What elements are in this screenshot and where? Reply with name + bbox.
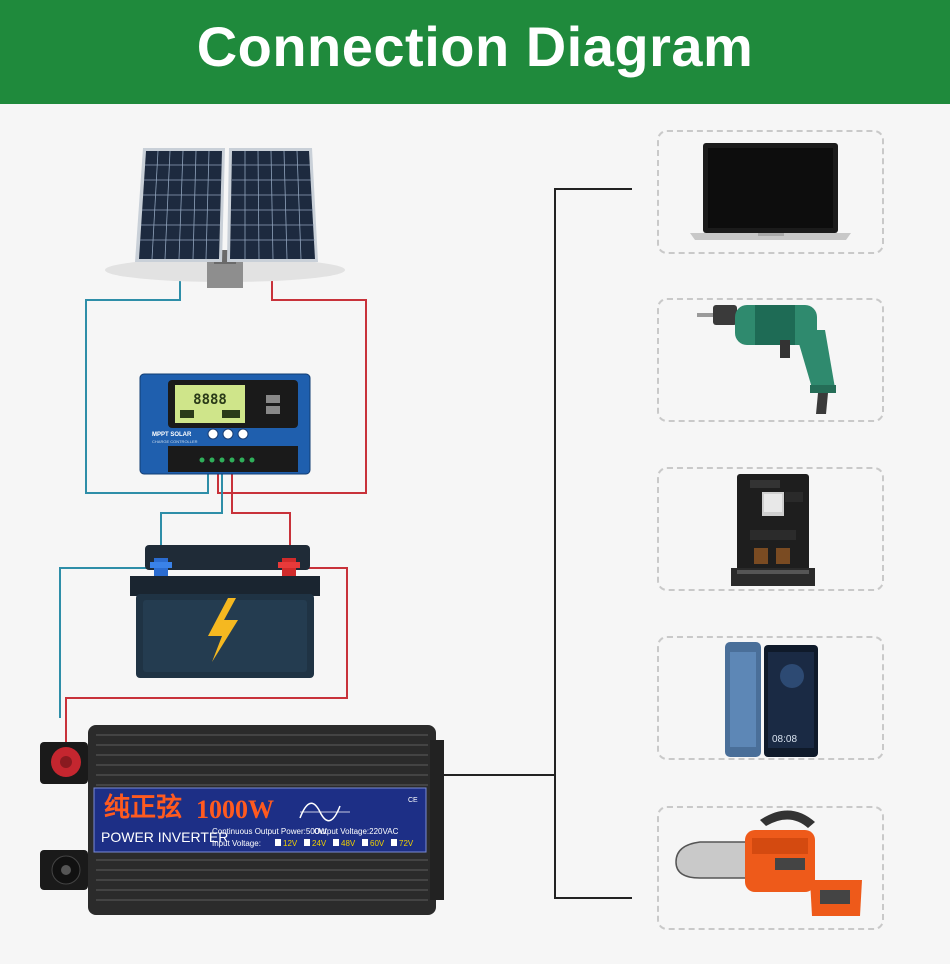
inverter-input-voltage-label: Input Voltage: (212, 839, 261, 848)
wire-output-vertical (554, 188, 632, 899)
inverter-output-voltage: Output Voltage:220VAC (314, 827, 399, 836)
wire-panel-red (217, 262, 367, 494)
voltage-option: 24V (312, 839, 327, 848)
wire-ctrl-battery-blue (160, 462, 223, 572)
laptop-icon (690, 143, 851, 240)
inverter-ce-mark: CE (408, 797, 418, 804)
voltage-option: 12V (283, 839, 298, 848)
device-card-laptop (657, 130, 884, 254)
voltage-option: 72V (399, 839, 414, 848)
wire-panel-blue (85, 262, 209, 494)
chainsaw-icon (675, 810, 862, 916)
controller-lcd-reading: 8888 (193, 392, 227, 408)
device-card-coffee-machine (657, 467, 884, 591)
voltage-option: 60V (370, 839, 385, 848)
solar-panel-icon (105, 148, 345, 288)
battery-icon (130, 545, 320, 678)
inverter-label: POWER INVERTER (101, 829, 228, 845)
device-card-chainsaw (657, 806, 884, 930)
device-card-smartphone (657, 636, 884, 760)
coffee-machine-icon (731, 474, 815, 586)
drill-icon (697, 305, 836, 414)
lightning-icon (208, 598, 238, 662)
wire-ctrl-battery-red (231, 462, 291, 572)
wire-battery-inverter-blue (59, 567, 150, 718)
smartphone-icon: 08:08 (725, 642, 818, 757)
inverter-continuous-power: Continuous Output Power:500W (212, 827, 327, 836)
wire-battery-inverter-red (65, 567, 348, 748)
controller-brand-line2: CHARGE CONTROLLER (152, 439, 198, 444)
inverter-chinese-label: 纯正弦 (104, 792, 182, 822)
charge-controller-icon: 8888 MPPT SOLAR CHARGE CONTROLLER (139, 373, 311, 475)
page-title: Connection Diagram (196, 15, 754, 78)
inverter-icon: 纯正弦 1000W POWER INVERTER Continuous Outp… (40, 725, 444, 915)
inverter-input-voltages: 12V 24V 48V 60V 72V (275, 839, 414, 848)
smartphone-time: 08:08 (772, 734, 797, 745)
controller-brand-line1: MPPT SOLAR (152, 432, 192, 438)
device-card-drill (657, 298, 884, 422)
inverter-power-rating: 1000W (196, 795, 274, 824)
wiring (59, 188, 632, 899)
voltage-option: 48V (341, 839, 356, 848)
header-banner: Connection Diagram (0, 0, 950, 104)
